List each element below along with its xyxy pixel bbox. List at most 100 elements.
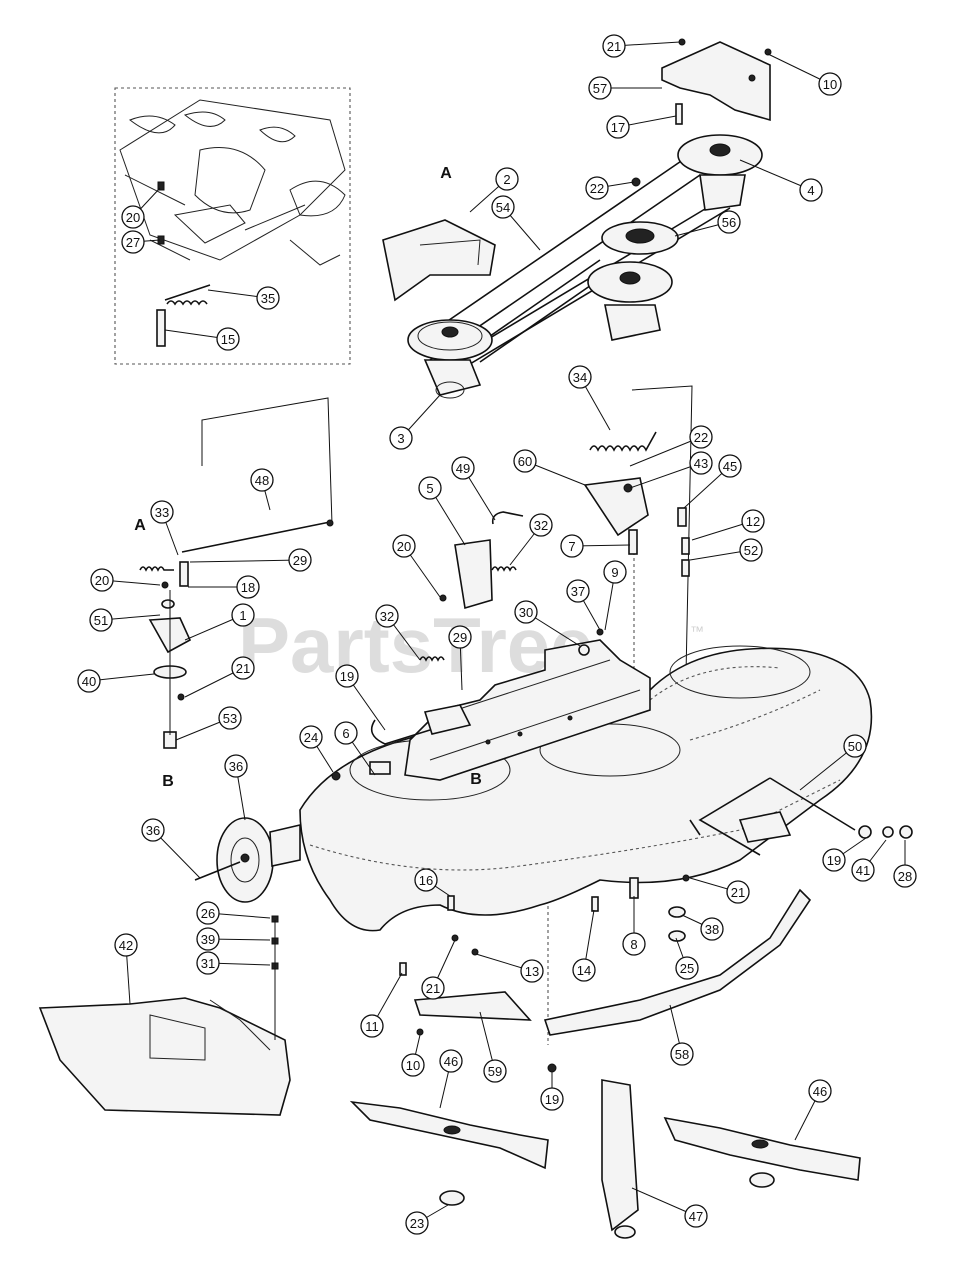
callout-label: 24 bbox=[304, 730, 318, 745]
callout-39: 39 bbox=[196, 927, 271, 951]
callout-circle bbox=[196, 927, 220, 951]
callout-label: 50 bbox=[848, 739, 862, 754]
belt-guard-left bbox=[382, 219, 496, 302]
callout-label: 19 bbox=[545, 1092, 559, 1107]
callout-21: 21 bbox=[689, 877, 750, 904]
callout-circle bbox=[717, 210, 741, 234]
callout-circle bbox=[451, 456, 475, 480]
callout-53: 53 bbox=[175, 706, 242, 741]
gauge-wheel bbox=[194, 817, 301, 903]
callout-circle bbox=[568, 365, 592, 389]
callout-label: 21 bbox=[731, 885, 745, 900]
callout-label: 15 bbox=[221, 332, 235, 347]
callout-circle bbox=[77, 669, 101, 693]
callout-circle bbox=[299, 725, 323, 749]
left-linkage bbox=[139, 519, 334, 749]
callout-25: 25 bbox=[675, 937, 699, 980]
callout-20: 20 bbox=[392, 534, 441, 598]
callout-29: 29 bbox=[189, 548, 312, 572]
callout-label: 43 bbox=[694, 456, 708, 471]
callout-circle bbox=[196, 951, 220, 975]
callout-16: 16 bbox=[414, 868, 451, 897]
callout-21: 21 bbox=[602, 34, 681, 58]
callout-13: 13 bbox=[475, 953, 544, 983]
callout-circle bbox=[90, 568, 114, 592]
callout-circle bbox=[250, 468, 274, 492]
callout-circle bbox=[334, 721, 358, 745]
callout-21: 21 bbox=[421, 939, 456, 1000]
callout-40: 40 bbox=[77, 669, 155, 693]
callout-31: 31 bbox=[196, 951, 271, 975]
callout-46: 46 bbox=[794, 1079, 832, 1141]
callout-15: 15 bbox=[164, 327, 240, 351]
callout-label: 7 bbox=[568, 539, 575, 554]
callout-label: 28 bbox=[898, 869, 912, 884]
callout-49: 49 bbox=[451, 456, 496, 521]
callout-circle bbox=[603, 560, 627, 584]
callout-35: 35 bbox=[207, 286, 280, 310]
callout-label: 35 bbox=[261, 291, 275, 306]
callout-circle bbox=[335, 664, 359, 688]
callout-29: 29 bbox=[448, 625, 472, 691]
callout-circle bbox=[588, 76, 612, 100]
callout-label: 32 bbox=[380, 609, 394, 624]
callout-label: 36 bbox=[229, 759, 243, 774]
callout-1: 1 bbox=[184, 603, 255, 641]
callout-8: 8 bbox=[622, 896, 646, 956]
callout-circle bbox=[726, 880, 750, 904]
callout-circle bbox=[602, 34, 626, 58]
callout-42: 42 bbox=[114, 933, 138, 1005]
callout-12: 12 bbox=[691, 509, 765, 541]
callout-54: 54 bbox=[491, 195, 541, 251]
callout-18: 18 bbox=[188, 575, 260, 599]
pulley-left bbox=[407, 319, 493, 399]
callout-label: 30 bbox=[519, 605, 533, 620]
fasteners bbox=[161, 38, 772, 1073]
ref-letter-b-center: B bbox=[470, 771, 482, 788]
callout-circle bbox=[360, 1014, 384, 1038]
callout-32: 32 bbox=[375, 604, 421, 661]
callout-circle bbox=[196, 901, 220, 925]
callout-label: 48 bbox=[255, 473, 269, 488]
callout-circle bbox=[585, 176, 609, 200]
callout-circle bbox=[560, 534, 584, 558]
callout-label: 57 bbox=[593, 81, 607, 96]
reference-letters: A A B B bbox=[134, 165, 482, 790]
callout-circle bbox=[851, 858, 875, 882]
callout-leader bbox=[799, 745, 856, 791]
callout-43: 43 bbox=[629, 451, 713, 489]
callout-label: 31 bbox=[201, 956, 215, 971]
callout-leader bbox=[739, 159, 812, 191]
pulley-center-top bbox=[601, 221, 679, 255]
callout-circle bbox=[700, 917, 724, 941]
callout-circle bbox=[448, 625, 472, 649]
callout-circle bbox=[418, 476, 442, 500]
callout-circle bbox=[670, 1042, 694, 1066]
callout-27: 27 bbox=[121, 230, 161, 254]
callout-label: 22 bbox=[694, 430, 708, 445]
callout-circle bbox=[808, 1079, 832, 1103]
callout-11: 11 bbox=[360, 972, 403, 1038]
callout-label: 33 bbox=[155, 505, 169, 520]
callout-circle bbox=[141, 818, 165, 842]
callout-label: 20 bbox=[397, 539, 411, 554]
callout-label: 56 bbox=[722, 215, 736, 230]
callout-46: 46 bbox=[439, 1049, 463, 1109]
callout-32: 32 bbox=[509, 513, 553, 566]
callout-circle bbox=[514, 600, 538, 624]
svg-text:™: ™ bbox=[690, 623, 704, 639]
callout-label: 53 bbox=[223, 711, 237, 726]
callout-20: 20 bbox=[90, 568, 161, 592]
callout-7: 7 bbox=[560, 534, 631, 558]
ref-letter-a-left: A bbox=[134, 517, 146, 534]
callout-10: 10 bbox=[401, 1034, 425, 1077]
callout-26: 26 bbox=[196, 901, 271, 925]
callout-circle bbox=[236, 575, 260, 599]
callout-circle bbox=[495, 167, 519, 191]
callout-leader bbox=[629, 462, 702, 489]
callout-37: 37 bbox=[566, 579, 601, 631]
callout-label: 13 bbox=[525, 964, 539, 979]
ref-letter-b-left: B bbox=[162, 773, 174, 790]
idler-arm bbox=[583, 431, 657, 555]
